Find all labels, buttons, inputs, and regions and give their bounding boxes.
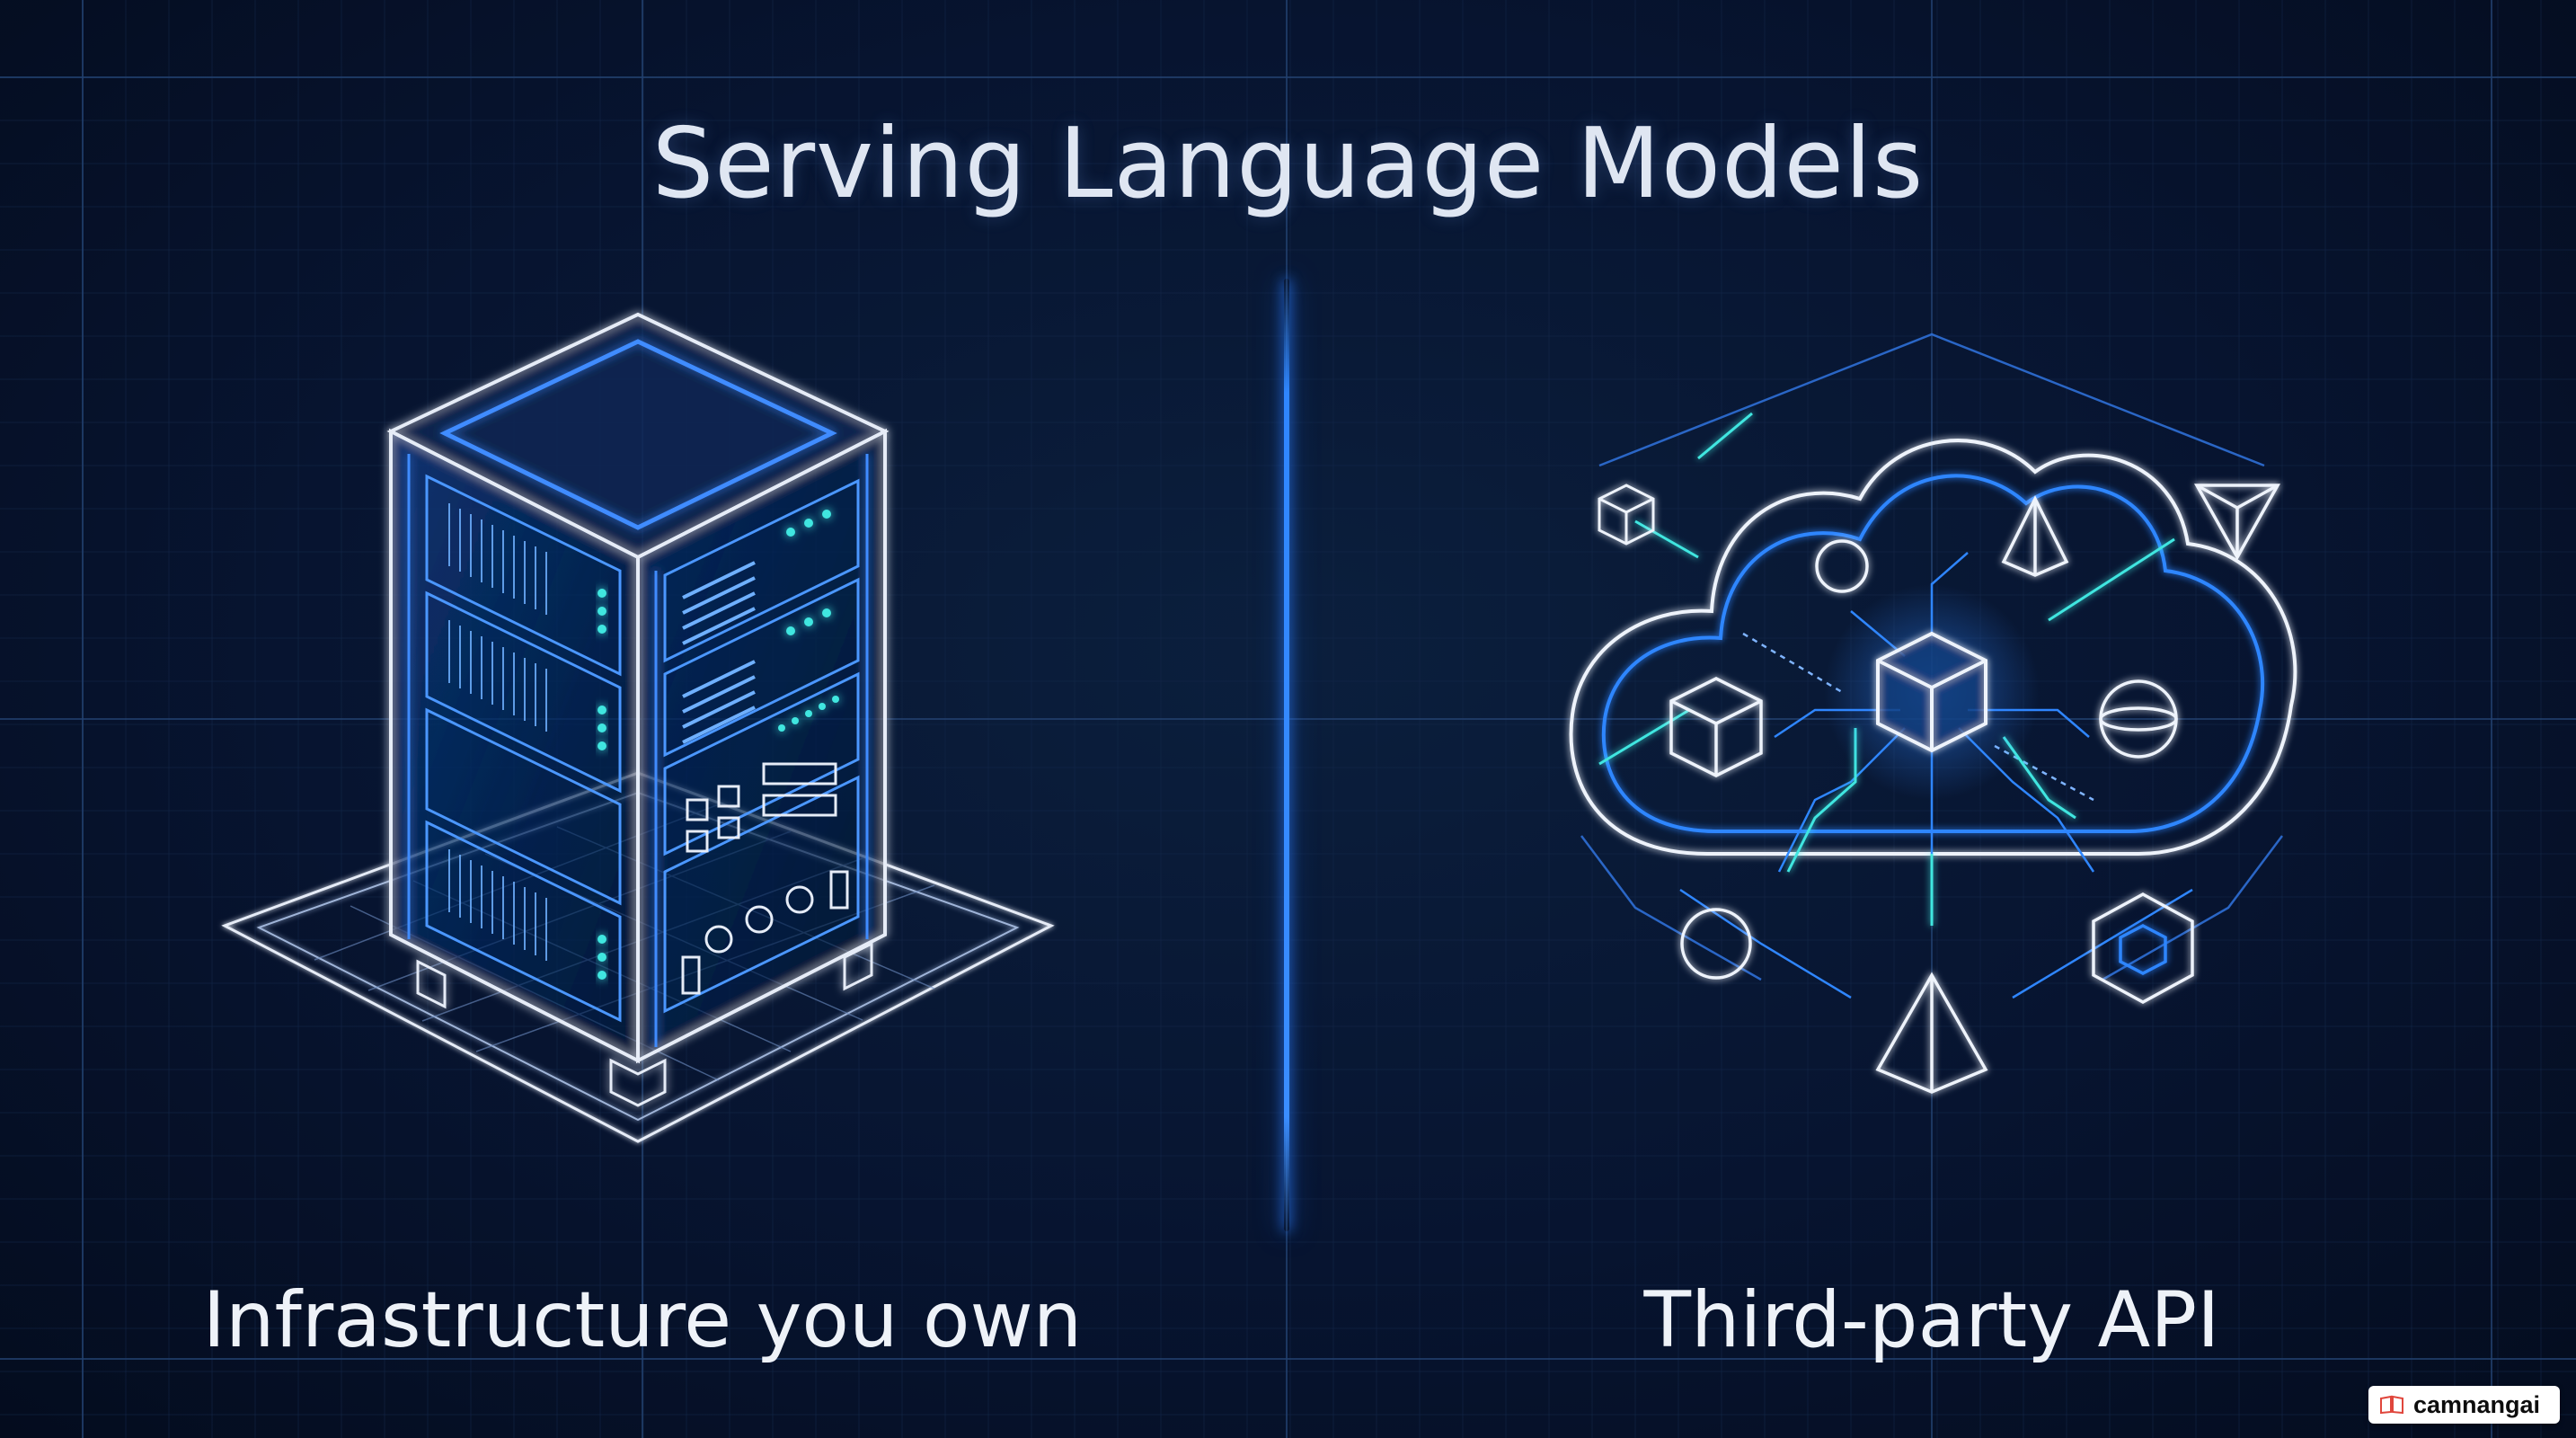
- center-divider: [1284, 279, 1289, 1231]
- rack-ports: [681, 762, 849, 995]
- rack-right-units: [663, 478, 860, 1014]
- book-icon: [2379, 1395, 2403, 1415]
- rack-slots-right: [682, 561, 756, 744]
- center-cube: [1876, 631, 1987, 753]
- sphere-right: [2099, 679, 2178, 759]
- rack-leds-left: [598, 589, 606, 980]
- hex-cube-bottom-right: [2092, 892, 2194, 1004]
- server-rack-icon: [221, 312, 1055, 1143]
- right-caption: Third-party API: [1643, 1275, 2220, 1366]
- cube-left: [1669, 677, 1763, 777]
- floor-plate: [221, 771, 1055, 1143]
- rack-vents: [448, 503, 547, 961]
- watermark-badge: camnangai: [2368, 1386, 2560, 1424]
- pyramid-bottom: [1875, 972, 1988, 1094]
- rack-left-units: [425, 474, 622, 1023]
- ring-bottom-left: [1680, 908, 1752, 980]
- cube-top-left: [1598, 484, 1655, 546]
- triangle-top-right: [2194, 484, 2280, 561]
- cloud-outline: [1569, 439, 2297, 856]
- pyramid-top: [2001, 495, 2069, 577]
- sphere-top: [1815, 539, 1869, 593]
- cloud-network-icon: [1569, 333, 2297, 1094]
- left-caption: Infrastructure you own: [202, 1275, 1083, 1366]
- rack-leds-right: [778, 510, 839, 732]
- slide-title: Serving Language Models: [651, 108, 1925, 220]
- rack-body: [386, 312, 890, 1107]
- watermark-text: camnangai: [2412, 1390, 2540, 1418]
- accent-traces: [1598, 412, 2175, 926]
- hexagon-frame: [1580, 333, 2283, 981]
